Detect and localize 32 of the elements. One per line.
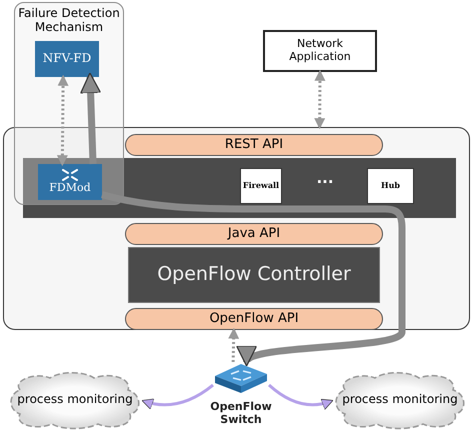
dotted-arrow	[314, 70, 326, 130]
ellipsis-label: ...	[315, 170, 335, 188]
controller-panel	[3, 127, 470, 330]
cloud-label: process monitoring	[17, 393, 133, 407]
application-box	[263, 30, 377, 72]
application-box	[367, 168, 414, 204]
box-label: Firewall	[242, 181, 280, 191]
cloud-label: process monitoring	[342, 393, 458, 407]
arrow	[268, 384, 334, 410]
api-label: OpenFlow API	[209, 312, 299, 326]
application-box	[240, 168, 282, 204]
dotted-arrow	[56, 74, 69, 166]
box-label: Network Application	[288, 38, 352, 64]
api-bar	[125, 308, 383, 330]
arrow	[142, 384, 214, 410]
module-box	[38, 164, 102, 200]
controller-box	[128, 247, 380, 303]
box-label: Hub	[381, 181, 400, 191]
network-switch-icon	[213, 362, 269, 394]
api-bar	[125, 134, 383, 156]
api-bar	[125, 223, 383, 245]
flow-arrow	[101, 191, 406, 366]
box-label: FDMod	[49, 182, 91, 195]
controller-label: OpenFlow Controller	[157, 264, 351, 286]
api-label: Java API	[228, 226, 280, 242]
process-box	[35, 41, 99, 77]
flow-arrow	[80, 72, 102, 164]
node-caption: OpenFlow Switch	[209, 401, 273, 426]
api-label: REST API	[224, 138, 284, 152]
box-label: NFV-FD	[42, 52, 92, 66]
dotted-arrow	[228, 328, 240, 362]
panel-heading: Failure Detection Mechanism	[17, 7, 121, 35]
